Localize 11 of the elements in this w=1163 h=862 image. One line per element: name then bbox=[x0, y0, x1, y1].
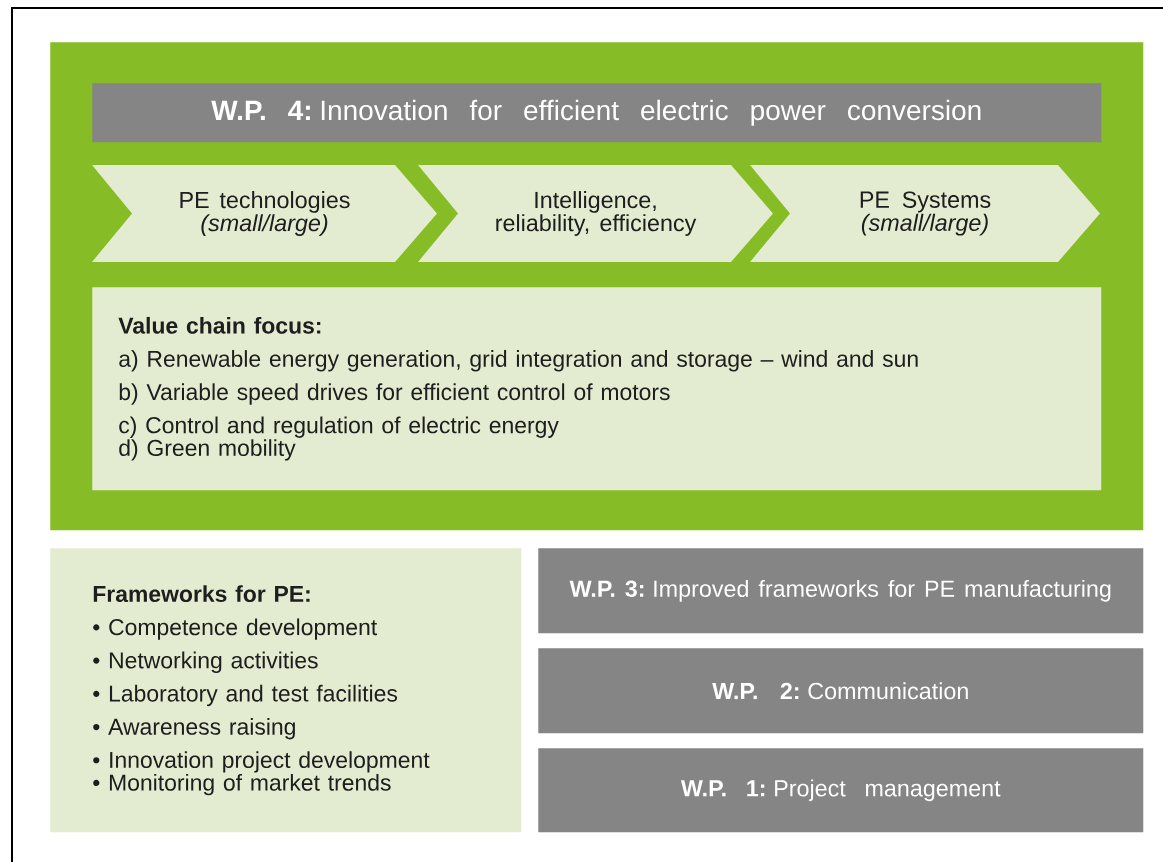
process-step: Intelligence, reliability, efficiency bbox=[418, 165, 773, 262]
work-package-box: W.P. 2: Communication bbox=[538, 648, 1144, 734]
process-step: PE Systems (small/large) bbox=[750, 165, 1100, 262]
node-label: Intelligence, reliability, efficiency bbox=[496, 191, 697, 236]
text-panel: Value chain focus: a) Renewable energy generation, grid integration and storage – wind and sun b) Variable speed drives for efficient control of motors c) Control and regulation of electric energy d) Green mobility bbox=[92, 287, 1102, 491]
process-step: PE technologies (small/large) bbox=[92, 165, 437, 262]
title-bar: W.P. 4: Innovation for efficient electric power conversion bbox=[92, 83, 1102, 143]
work-package-box: W.P. 1: Project management bbox=[538, 748, 1144, 833]
node-label: PE Systems (small/large) bbox=[860, 191, 991, 236]
text-panel: Frameworks for PE: • Competence development • Networking activities • Laboratory and test facilities • Awareness raising • Innovation project development • Monitoring of market trends bbox=[50, 548, 522, 833]
work-package-box: W.P. 3: Improved frameworks for PE manufacturing bbox=[538, 548, 1144, 634]
